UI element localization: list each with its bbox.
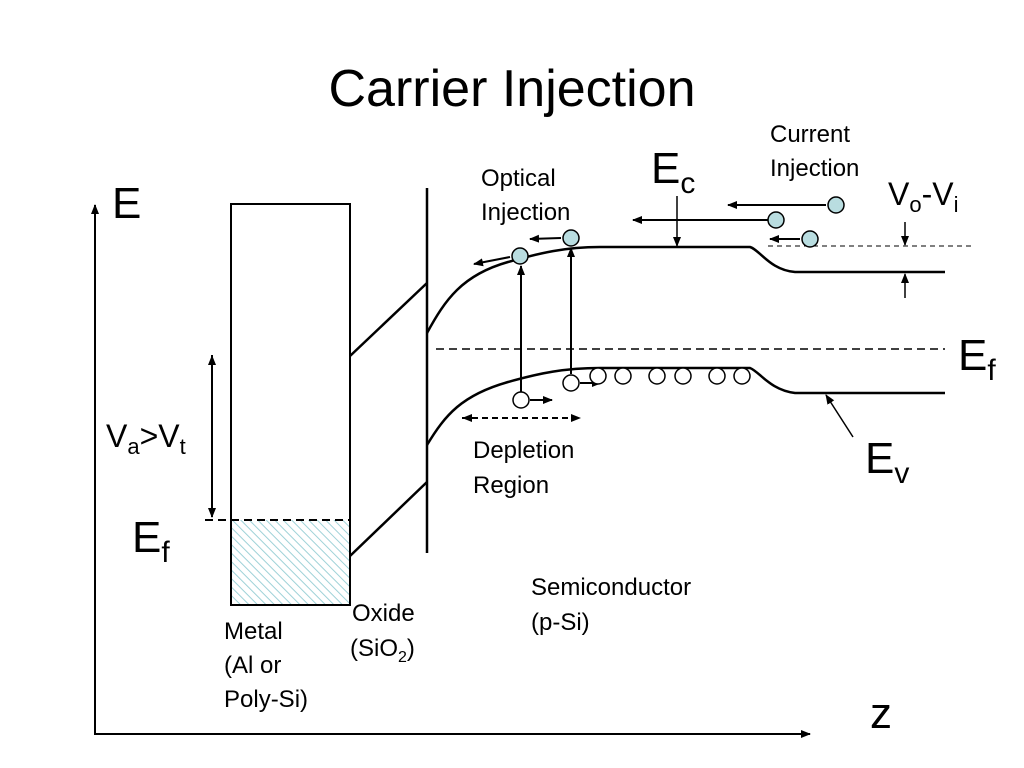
electron (827, 196, 845, 214)
oxide-valence-band (349, 481, 428, 557)
page-title: Carrier Injection (328, 60, 695, 118)
ef-left-label: Ef (132, 513, 170, 569)
metal-region (205, 203, 351, 606)
hole (512, 391, 530, 409)
metal-outline (230, 203, 351, 606)
va-vt-label: Va>Vt (106, 418, 186, 459)
ec-label: Ec (651, 144, 695, 200)
oxide-conduction-band (349, 282, 428, 357)
axes: E z (91, 179, 892, 738)
optical-injection-label: Optical Injection (481, 165, 570, 226)
depletion-region-label: Depletion Region (473, 437, 581, 499)
hole (562, 374, 580, 392)
hole (648, 367, 666, 385)
ev-label: Ev (865, 434, 909, 490)
oxide-region (349, 188, 429, 557)
metal-fermi-sea (231, 520, 350, 605)
hole (733, 367, 751, 385)
electron (801, 230, 819, 248)
hole (674, 367, 692, 385)
semiconductor-bands (425, 245, 975, 446)
electron-drift-arrow-1 (473, 256, 511, 267)
electron (511, 247, 529, 265)
conduction-band (425, 245, 945, 334)
hole (708, 367, 726, 385)
current-injection-label: Current Injection (770, 121, 859, 182)
x-axis-label: z (870, 689, 892, 738)
electron (767, 211, 785, 229)
electron (562, 229, 580, 247)
metal-label: Metal (Al or Poly-Si) (224, 618, 308, 713)
electrons (511, 196, 845, 265)
electron-drift-arrow-2 (529, 234, 562, 243)
hole (614, 367, 632, 385)
ef-right-label: Ef (958, 331, 996, 387)
y-axis-label: E (112, 179, 141, 228)
semiconductor-label: Semiconductor (p-Si) (531, 574, 698, 636)
vo-vi-label: Vo-Vi (888, 176, 958, 217)
ev-pointer (825, 394, 854, 438)
oxide-label: Oxide (SiO2) (350, 600, 421, 666)
hole (589, 367, 607, 385)
valence-band (425, 366, 945, 446)
holes (512, 367, 751, 409)
